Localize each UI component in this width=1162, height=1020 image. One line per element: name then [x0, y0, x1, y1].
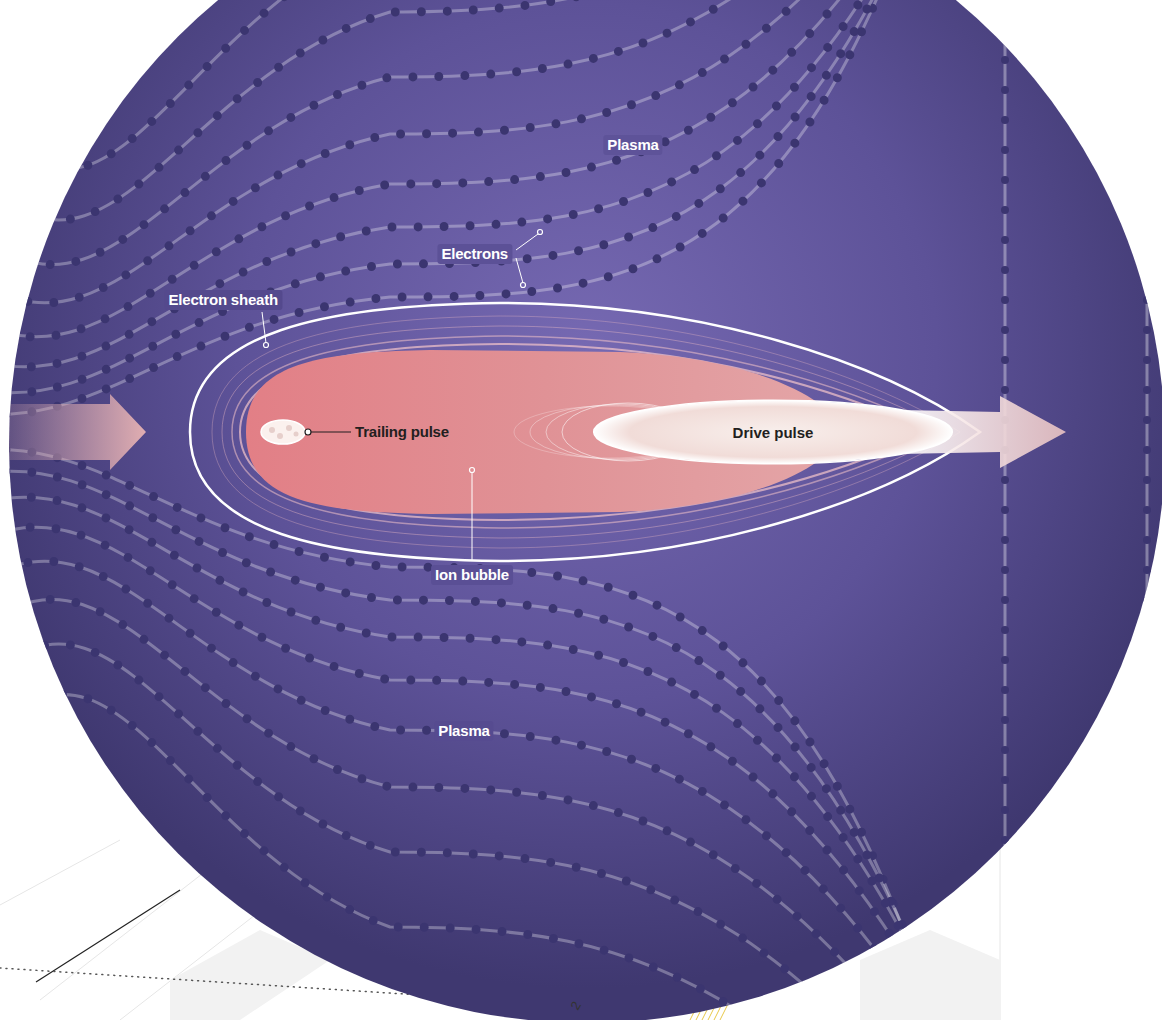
- node-label: Drive pulse: [733, 424, 814, 441]
- electron-dots: [0, 0, 990, 393]
- streamline: [0, 0, 1128, 220]
- streamline: [0, 527, 1046, 1020]
- part-label: Ion bubble: [431, 565, 513, 585]
- leader-lines: [262, 234, 538, 560]
- leader-dots: [264, 230, 543, 473]
- region-label: Plasma: [434, 721, 493, 741]
- leader-line: [36, 890, 180, 982]
- trailing-pulse-texture: [269, 425, 299, 439]
- electron-dots: [0, 0, 1102, 265]
- streamline: [0, 497, 1018, 1020]
- callout-number: 2: [566, 998, 585, 1013]
- region-label: Plasma: [603, 135, 662, 155]
- ellipse-fill: [594, 400, 953, 463]
- electron-dots: [0, 527, 1046, 1020]
- leader-line-dark: [311, 431, 351, 432]
- electron-dots: [0, 599, 1102, 1020]
- electron-dots: [0, 0, 1074, 303]
- sheath-rings: [212, 316, 960, 548]
- streamline: [0, 561, 1074, 1020]
- electron-dots: [0, 644, 1128, 1020]
- ion-bubble: [246, 350, 846, 514]
- streamline: [0, 0, 1150, 170]
- electron-dots: [0, 694, 1150, 1020]
- electron-dots: [0, 561, 1074, 1020]
- electron-dots: [0, 0, 1128, 220]
- streamline: [0, 694, 1150, 1020]
- part-label: Trailing pulse: [355, 423, 449, 441]
- electron-dots: [0, 497, 1018, 1020]
- streamline: [0, 599, 1102, 1020]
- streamline: [0, 0, 990, 393]
- part-label: Electrons: [437, 244, 512, 264]
- streamline: [0, 0, 1018, 367]
- drive-pulse-ellipse: Drive pulse: [590, 399, 956, 465]
- electron-dots: [0, 0, 1150, 170]
- part-label: Electron sheath: [164, 290, 282, 310]
- vertical-electron-lines: [1005, 0, 1147, 1020]
- trailing-pulse-blob: [261, 420, 305, 444]
- electron-sheath-outline: [190, 303, 980, 561]
- incoming-arrow: [0, 394, 146, 470]
- streamline: [0, 0, 1074, 303]
- streamline: [0, 644, 1128, 1020]
- leader-dot-dark: [305, 429, 311, 435]
- streamline: [0, 0, 1102, 265]
- electron-dots: [0, 0, 1018, 367]
